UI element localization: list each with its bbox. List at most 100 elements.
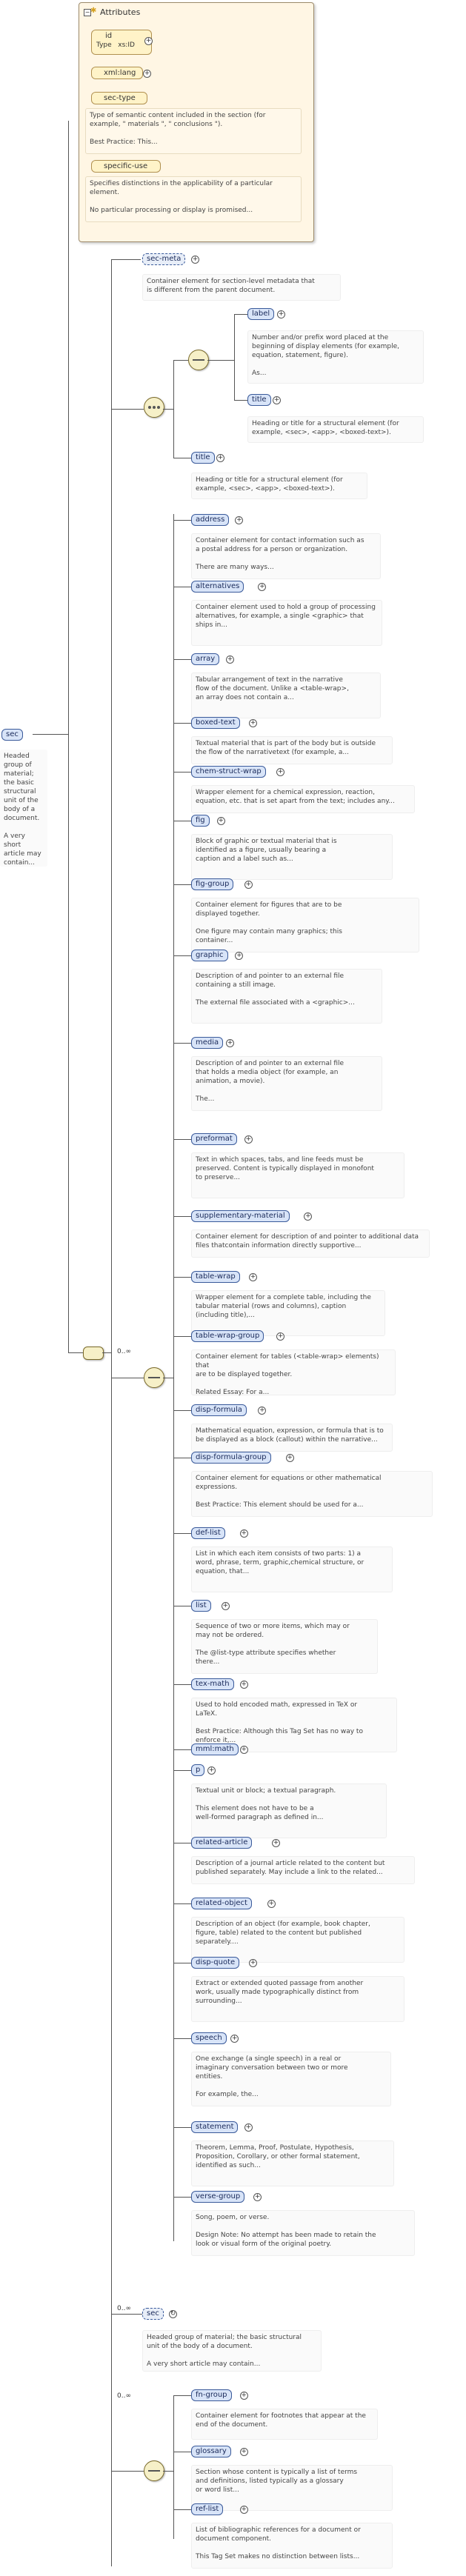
expand-icon[interactable]: + xyxy=(144,37,153,45)
node-mml-math[interactable]: mml:math xyxy=(191,1744,239,1755)
expand-icon[interactable]: + xyxy=(244,2123,253,2132)
expand-icon[interactable]: + xyxy=(239,2392,248,2400)
node-address[interactable]: address xyxy=(191,514,230,526)
expand-icon[interactable]: + xyxy=(244,881,253,889)
expand-icon[interactable]: + xyxy=(226,655,234,664)
node-p[interactable]: p xyxy=(191,1764,205,1776)
node-supplementary-material[interactable]: supplementary-material xyxy=(191,1210,290,1222)
expand-icon[interactable]: + xyxy=(239,2448,248,2456)
expand-icon[interactable]: + xyxy=(258,583,267,591)
expand-icon[interactable]: + xyxy=(239,1529,248,1538)
expand-icon[interactable]: + xyxy=(244,1135,253,1144)
node-disp-formula-group[interactable]: disp-formula-group xyxy=(191,1452,271,1464)
attribute-sec-type[interactable]: sec-type xyxy=(91,92,147,104)
node-list[interactable]: list xyxy=(191,1600,211,1612)
expand-icon[interactable]: + xyxy=(235,952,244,960)
expand-icon[interactable]: + xyxy=(267,1900,276,1908)
node-label-text: statement xyxy=(196,2123,234,2131)
cardinality: 0..∞ xyxy=(117,1348,131,1355)
connector-line xyxy=(173,1336,191,1337)
node-sec-recursive[interactable]: sec xyxy=(142,2308,164,2320)
connector-line xyxy=(173,520,191,521)
expand-icon[interactable]: + xyxy=(273,396,281,404)
expand-icon[interactable]: + xyxy=(216,817,225,825)
node-disp-formula[interactable]: disp-formula xyxy=(191,1404,247,1416)
node-disp-quote[interactable]: disp-quote xyxy=(191,1957,240,1969)
node-related-object[interactable]: related-object xyxy=(191,1898,252,1909)
expand-icon[interactable]: + xyxy=(191,256,199,264)
node-label-text: table-wrap xyxy=(196,1272,236,1281)
node-statement[interactable]: statement xyxy=(191,2121,239,2133)
node-chem-struct-wrap[interactable]: chem-struct-wrap xyxy=(191,766,266,778)
choice-compositor-icon[interactable] xyxy=(188,350,209,370)
node-fn-group[interactable]: fn-group xyxy=(191,2389,232,2401)
sequence-compositor-icon[interactable] xyxy=(83,1347,104,1360)
node-tex-math[interactable]: tex-math xyxy=(191,1678,234,1690)
attribute-name: specific-use xyxy=(104,162,148,170)
sequence-compositor-icon[interactable] xyxy=(144,397,164,418)
node-array[interactable]: array xyxy=(191,653,220,665)
node-verse-group[interactable]: verse-group xyxy=(191,2191,245,2203)
attribute-id[interactable]: id Type xs:ID xyxy=(91,30,152,55)
node-speech[interactable]: speech xyxy=(191,2032,227,2044)
expand-icon[interactable]: + xyxy=(216,454,224,462)
node-ref-list[interactable]: ref-list xyxy=(191,2503,224,2515)
node-label-text: def-list xyxy=(196,1529,221,1537)
expand-icon[interactable]: + xyxy=(143,70,151,78)
node-fig[interactable]: fig xyxy=(191,815,210,827)
expand-icon[interactable]: + xyxy=(207,1766,216,1775)
root-node-sec[interactable]: sec xyxy=(1,729,23,741)
expand-icon[interactable]: + xyxy=(249,1273,257,1281)
expand-icon[interactable]: + xyxy=(239,1681,248,1689)
expand-icon[interactable]: + xyxy=(304,1212,313,1221)
expand-icon[interactable]: + xyxy=(239,2506,248,2514)
expand-icon[interactable]: + xyxy=(249,1959,257,1967)
node-sec-meta[interactable]: sec-meta xyxy=(142,253,186,265)
expand-icon[interactable]: + xyxy=(230,2035,239,2043)
node-description: Container element for tables (<table-wra… xyxy=(191,1349,396,1396)
choice-compositor-icon[interactable] xyxy=(144,2460,164,2481)
node-description: Wrapper element for a complete table, in… xyxy=(191,1290,385,1336)
expand-icon[interactable]: + xyxy=(272,1839,280,1847)
node-title[interactable]: title xyxy=(191,452,215,464)
attribute-specific-use[interactable]: specific-use xyxy=(91,160,161,173)
cardinality: 0..∞ xyxy=(117,2392,131,2400)
node-description: Container element for equations or other… xyxy=(191,1471,433,1517)
node-preformat[interactable]: preformat xyxy=(191,1133,237,1145)
node-description: Mathematical equation, expression, or fo… xyxy=(191,1424,393,1452)
attribute-description: Type of semantic content included in the… xyxy=(85,108,302,154)
node-alternatives[interactable]: alternatives xyxy=(191,581,244,593)
expand-icon[interactable]: + xyxy=(226,1039,234,1047)
connector-line xyxy=(173,1410,191,1411)
expand-icon[interactable]: + xyxy=(221,1602,230,1610)
expand-icon[interactable]: + xyxy=(277,310,285,318)
expand-icon[interactable]: + xyxy=(276,768,285,776)
node-fig-group[interactable]: fig-group xyxy=(191,878,234,890)
expand-icon[interactable]: + xyxy=(235,516,244,524)
node-table-wrap[interactable]: table-wrap xyxy=(191,1271,240,1283)
collapse-toggle[interactable]: − xyxy=(84,9,91,16)
node-media[interactable]: media xyxy=(191,1037,224,1049)
node-boxed-text[interactable]: boxed-text xyxy=(191,717,240,729)
expand-icon[interactable]: + xyxy=(249,719,257,727)
node-table-wrap-group[interactable]: table-wrap-group xyxy=(191,1330,264,1342)
connector-line xyxy=(173,1684,191,1685)
expand-icon[interactable]: + xyxy=(258,1407,267,1415)
node-def-list[interactable]: def-list xyxy=(191,1527,225,1539)
expand-icon[interactable]: + xyxy=(285,1454,294,1462)
recursion-icon[interactable]: ↻ xyxy=(169,2310,177,2318)
expand-icon[interactable]: + xyxy=(253,2193,262,2201)
node-label[interactable]: label xyxy=(247,308,275,320)
node-graphic[interactable]: graphic xyxy=(191,950,228,961)
node-description: Sequence of two or more items, which may… xyxy=(191,1619,378,1674)
node-title[interactable]: title xyxy=(247,394,271,406)
node-label-text: boxed-text xyxy=(196,718,236,727)
node-glossary[interactable]: glossary xyxy=(191,2446,231,2457)
expand-icon[interactable]: + xyxy=(276,1332,285,1341)
node-description: Textual material that is part of the bod… xyxy=(191,736,393,764)
choice-compositor-icon[interactable] xyxy=(144,1367,164,1388)
expand-icon[interactable]: + xyxy=(239,1746,248,1754)
node-related-article[interactable]: related-article xyxy=(191,1837,253,1849)
node-description: Container element for contact informatio… xyxy=(191,533,381,579)
attribute-xml-lang[interactable]: xml:lang xyxy=(91,67,143,79)
